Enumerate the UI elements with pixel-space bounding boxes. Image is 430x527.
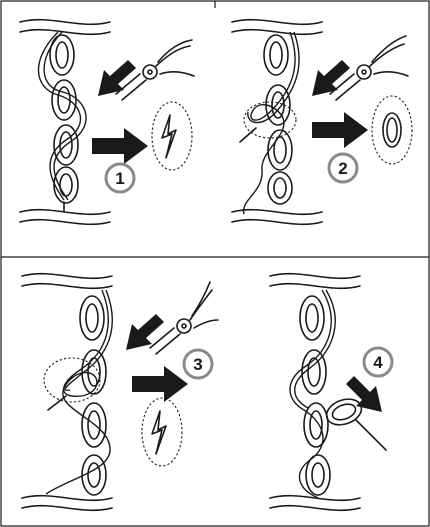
step-number: 2: [338, 159, 347, 178]
fabric-wave-bottom: [20, 220, 110, 225]
pliers-icon: [150, 282, 218, 354]
fabric-wave-top: [232, 30, 322, 35]
fabric-wave-top: [22, 274, 112, 279]
fabric-wave-top: [232, 20, 322, 25]
detail-callout: [372, 96, 412, 164]
chain-icon: [50, 35, 78, 212]
fabric-wave-bottom: [270, 506, 360, 511]
fabric-wave-top: [270, 274, 360, 279]
step-number: 3: [193, 355, 202, 374]
step-number: 1: [115, 169, 124, 188]
open-ring-icon: [162, 115, 176, 158]
fabric-wave-bottom: [22, 496, 112, 501]
step-number: 4: [373, 353, 383, 372]
fabric-wave-top: [20, 30, 110, 35]
fabric-wave-bottom: [232, 210, 322, 215]
closed-ring-icon: [387, 118, 397, 142]
fabric-wave-bottom: [232, 220, 322, 225]
arrow-icon: [132, 366, 188, 402]
panel-step-2: 2: [232, 20, 412, 225]
panel-step-4: 4: [270, 274, 392, 511]
arrow-icon: [312, 112, 368, 148]
strap-path: [46, 290, 110, 494]
fabric-wave-top: [270, 284, 360, 289]
fabric-wave-top: [22, 284, 112, 289]
arrow-icon: [92, 128, 148, 164]
arrow-icon: [126, 314, 164, 350]
arrow-icon: [98, 60, 136, 96]
fabric-wave-bottom: [22, 506, 112, 511]
arrow-icon: [312, 60, 350, 96]
panel-step-1: 1: [20, 20, 194, 225]
panel-step-3: 3: [22, 274, 218, 511]
removal-arrow-icon: [346, 376, 382, 412]
fabric-wave-bottom: [20, 210, 110, 215]
fabric-wave-top: [20, 20, 110, 25]
open-ring-icon: [152, 411, 166, 454]
